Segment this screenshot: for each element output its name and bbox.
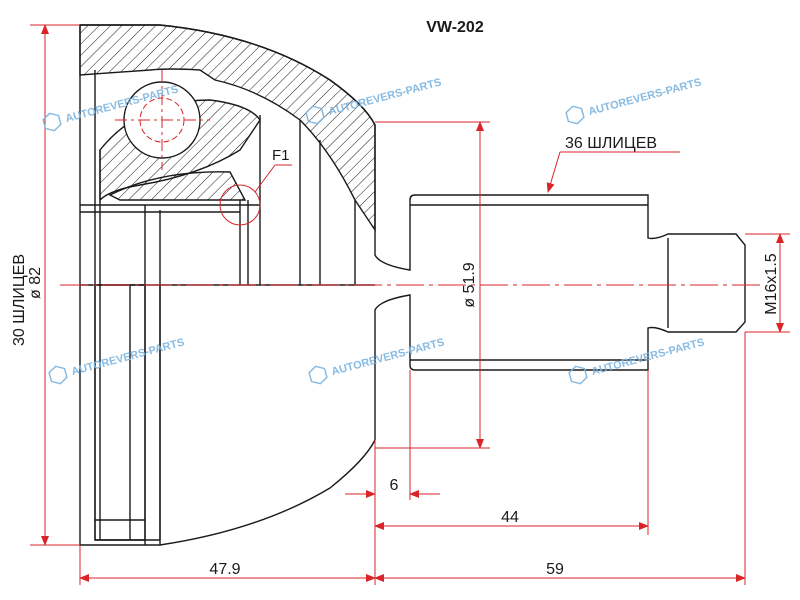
dim-47-9: 47.9 [209,561,240,578]
label-outer-splines: 30 ШЛИЦЕВ [11,254,28,346]
label-outer-diameter: ø 82 [27,267,44,299]
svg-text:AUTOREVERS-PARTS: AUTOREVERS-PARTS [330,336,445,378]
svg-text:AUTOREVERS-PARTS: AUTOREVERS-PARTS [70,336,185,378]
label-thread: M16x1.5 [763,253,780,314]
dimension-lines [30,24,790,585]
inner-race-hatch [108,171,247,201]
label-inner-splines: 36 ШЛИЦЕВ [565,135,657,152]
center-lines [60,70,760,286]
dim-59: 59 [546,561,564,578]
drawing-title: VW-202 [426,19,484,36]
callout-f1: F1 [272,147,290,164]
label-shaft-diameter: ø 51.9 [461,262,478,307]
svg-text:AUTOREVERS-PARTS: AUTOREVERS-PARTS [587,76,702,118]
dim-6: 6 [390,477,399,494]
dim-44: 44 [501,509,519,526]
housing-section-hatch [79,24,376,233]
